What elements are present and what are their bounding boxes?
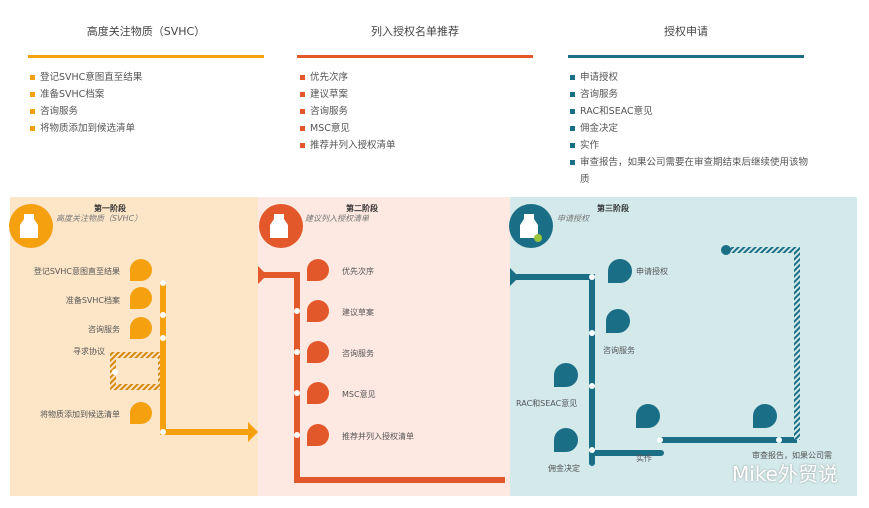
list-item: 优先次序	[300, 69, 540, 86]
list-item: MSC意见	[300, 120, 540, 137]
stage-3-flask-icon	[509, 204, 553, 248]
list-item: 咨询服务	[300, 103, 540, 120]
list-item: 登记SVHC意图直至结果	[30, 69, 270, 86]
divider-red	[297, 55, 533, 58]
list-item: RAC和SEAC意见	[570, 103, 810, 120]
stage-2-step: 优先次序	[342, 267, 374, 276]
stage-1-panel	[10, 197, 258, 496]
watermark: Mike外贸说	[732, 462, 838, 486]
column-title-recommendation: 列入授权名单推荐	[371, 25, 459, 38]
stage-3-title: 第三阶段	[597, 204, 629, 213]
stage-3-step: 咨询服务	[603, 346, 635, 355]
stage-2-subtitle: 建议列入授权清单	[305, 214, 369, 223]
stage-1-step: 寻求协议	[73, 347, 105, 356]
stage-1-title: 第一阶段	[94, 204, 126, 213]
stage-3-step: RAC和SEAC意见	[516, 399, 578, 408]
stage-3-step: 审查报告，如果公司需	[752, 451, 832, 460]
stage-3-step: 实作	[636, 454, 652, 463]
divider-teal	[568, 55, 804, 58]
stage-2-step: 推荐并列入授权清单	[342, 432, 414, 441]
stage-2-step: MSC意见	[342, 390, 376, 399]
stage-1-step: 准备SVHC档案	[65, 296, 120, 305]
stage-2-step: 建议草案	[342, 308, 374, 317]
list-item: 将物质添加到候选清单	[30, 120, 270, 137]
stage-2-title: 第二阶段	[346, 204, 378, 213]
application-list: 申请授权 咨询服务 RAC和SEAC意见 佣金决定 实作 审查报告，如果公司需要…	[570, 69, 810, 188]
list-item: 咨询服务	[30, 103, 270, 120]
list-item: 申请授权	[570, 69, 810, 86]
list-item: 咨询服务	[570, 86, 810, 103]
stage-1-flask-icon	[9, 204, 53, 248]
stage-3-step: 申请授权	[636, 267, 668, 276]
stage-1-step: 登记SVHC意图直至结果	[33, 267, 120, 276]
recommendation-list: 优先次序 建议草案 咨询服务 MSC意见 推荐并列入授权清单	[300, 69, 540, 154]
list-item: 实作	[570, 137, 810, 154]
list-item: 审查报告，如果公司需要在审查期结束后继续使用该物质	[570, 154, 810, 188]
stage-3-subtitle: 申请授权	[557, 214, 589, 223]
svhc-list: 登记SVHC意图直至结果 准备SVHC档案 咨询服务 将物质添加到候选清单	[30, 69, 270, 137]
stage-1-step-icons	[130, 259, 152, 424]
stage-1-subtitle: 高度关注物质（SVHC）	[56, 214, 143, 223]
column-title-svhc: 高度关注物质（SVHC）	[86, 25, 206, 38]
list-item: 推荐并列入授权清单	[300, 137, 540, 154]
list-item: 准备SVHC档案	[30, 86, 270, 103]
stage-2-step-icons	[307, 259, 329, 446]
stage-2-step: 咨询服务	[342, 349, 374, 358]
stage-3-step-icons	[554, 259, 777, 452]
divider-orange	[28, 55, 264, 58]
stage-1-step: 将物质添加到候选清单	[40, 410, 120, 419]
list-item: 佣金决定	[570, 120, 810, 137]
list-item: 建议草案	[300, 86, 540, 103]
column-title-application: 授权申请	[664, 25, 708, 38]
stage-2-flask-icon	[259, 204, 303, 248]
stage-1-step: 咨询服务	[88, 325, 120, 334]
stage-3-step: 佣金决定	[548, 464, 580, 473]
